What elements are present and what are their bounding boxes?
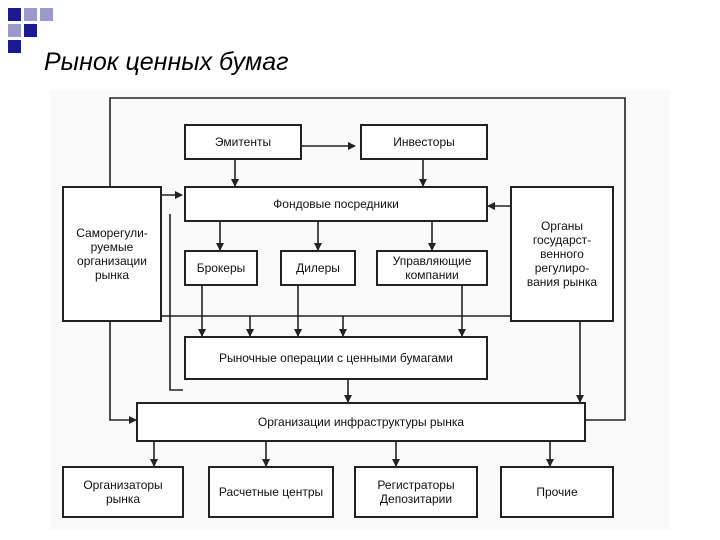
issuers-box: Эмитенты	[184, 124, 302, 160]
slide-title: Рынок ценных бумаг	[44, 48, 289, 76]
left-side-line	[169, 214, 183, 391]
connector-lines	[109, 97, 626, 467]
settlement-box: Расчетные центры	[208, 466, 334, 518]
other-box: Прочие	[500, 466, 614, 518]
intermediaries-box: Фондовые посредники	[184, 186, 488, 222]
dealers-box: Дилеры	[280, 250, 356, 286]
operations-box: Рыночные операции с ценными бумагами	[184, 336, 488, 380]
infrastructure-box: Организации инфраструктуры рынка	[136, 402, 586, 442]
sro-to-infrastructure-line	[109, 322, 137, 424]
corner-square	[8, 40, 21, 53]
corner-square	[24, 8, 37, 21]
sro-box: Саморегули- руемые организации рынка	[62, 186, 162, 322]
frame-top-line	[109, 97, 626, 187]
investors-box: Инвесторы	[360, 124, 488, 160]
managers-box: Управляющие компании	[376, 250, 488, 286]
market-structure-diagram: Эмитенты Инвесторы Фондовые посредники С…	[50, 90, 670, 530]
organizers-box: Организаторы рынка	[62, 466, 184, 518]
gov-box: Органы государст- венного регулиро- вани…	[510, 186, 614, 322]
corner-square	[8, 8, 21, 21]
corner-square	[24, 24, 37, 37]
brokers-box: Брокеры	[184, 250, 258, 286]
corner-square	[40, 8, 53, 21]
corner-square	[8, 24, 21, 37]
registrars-box: Регистраторы Депозитарии	[354, 466, 478, 518]
frame-right-line	[586, 187, 626, 421]
